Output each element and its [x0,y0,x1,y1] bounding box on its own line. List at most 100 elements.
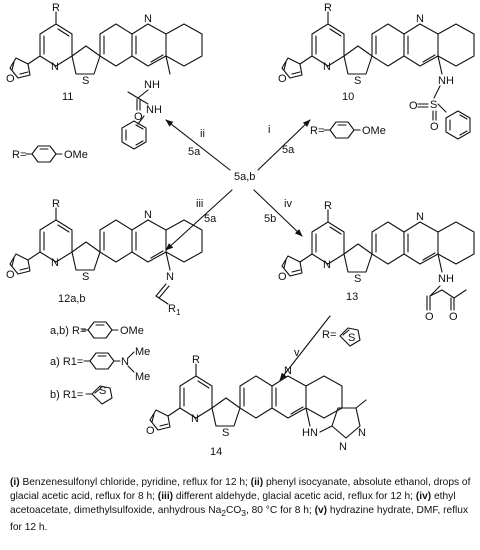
atom-o: O [278,73,287,85]
step-label: ii [200,128,205,140]
atom-s: S [82,75,89,87]
step-label: iii [196,198,203,210]
caption-text: CO [225,505,242,517]
atom-nh: NH [438,75,454,87]
r-definition-13: R= S [322,327,361,347]
atom-me: Me [135,346,150,358]
atom-o: O [6,269,15,281]
atom-s: S [354,273,361,285]
r-definition-ab: a,b) R= OMe [50,321,144,339]
atom-r1: R1 [168,303,181,317]
atom-o: O [134,111,143,123]
r1-definition-b: b) R1= S [50,385,113,405]
svg-text:R=: R= [310,125,324,137]
r1-definition-a: a) R1= N Me Me [50,346,150,383]
atom-n: N [51,61,59,73]
atom-nh: NH [146,104,162,116]
svg-text:a,b) R=: a,b) R= [50,325,86,337]
svg-text:R=: R= [12,149,26,161]
atom-n: N [144,209,152,221]
atom-o: O [449,311,458,323]
arrow-to-11 [165,119,231,171]
r-definition-top-left: R= OMe [12,145,88,163]
compound-number-12ab: 12a,b [58,293,86,305]
caption-text: hydrazine hydrate, DMF, reflux for 12 h. [10,505,469,533]
reaction-conditions-caption: (i) Benzenesulfonyl chloride, pyridine, … [10,476,472,535]
caption-text: phenyl isocyanate, absolute ethanol, dro… [10,477,471,503]
atom-s: S [99,385,106,397]
caption-subscript: 3 [241,508,246,519]
svg-text:b) R1=: b) R1= [50,389,83,401]
atom-ome: OMe [120,325,144,337]
atom-n: N [323,259,331,271]
atom-ome: OMe [64,149,88,161]
atom-r: R [52,198,60,210]
step-label: i [268,124,270,136]
arrow-to-12 [165,189,233,251]
caption-text: Benzenesulfonyl chloride, pyridine, refl… [19,477,251,488]
caption-step-v: (v) [314,505,328,517]
atom-n: N [284,365,292,377]
atom-nh: NH [438,273,454,285]
compound-14: R N N S O HN N N [146,354,367,453]
caption-step-i: (i) [10,477,20,488]
atom-n: N [144,13,152,25]
compound-13: R N N S O NH O O [278,200,475,323]
atom-r: R [192,354,200,366]
reagent-label: 5a [188,146,201,158]
svg-text:R=: R= [322,329,336,341]
svg-text:a) R1=: a) R1= [50,356,83,368]
starting-material-label: 5a,b [234,171,255,183]
reagent-label: 5b [264,213,276,225]
step-label: v [294,347,300,359]
arrow-to-14 [279,315,331,381]
atom-o: O [6,73,15,85]
arrow-to-13 [253,189,303,237]
compound-11: R N N S O NH O NH [6,2,203,150]
arrow-to-10 [257,119,311,171]
compound-number-14: 14 [210,446,222,458]
atom-s: S [430,99,437,111]
atom-r: R [52,2,60,14]
compound-10: R N N S O NH S O O [278,2,475,140]
compound-number-13: 13 [346,291,358,303]
caption-text: different aldehyde, glacial acetic acid,… [173,491,416,503]
atom-hn: HN [302,427,318,439]
atom-n: N [339,441,347,453]
atom-n: N [51,257,59,269]
atom-o: O [146,425,155,437]
caption-text: , 80 °C for 8 h; [245,505,315,517]
atom-n: N [416,211,424,223]
atom-r: R [324,200,332,212]
atom-o: O [430,121,439,133]
atom-o: O [409,100,418,112]
atom-s: S [354,75,361,87]
atom-n: N [358,427,366,439]
compound-number-11: 11 [62,91,73,103]
caption-step-iii: (iii) [157,491,174,503]
atom-s: S [82,271,89,283]
atom-n: N [416,13,424,25]
atom-nh: NH [144,79,160,91]
atom-n: N [166,271,174,283]
atom-o: O [425,311,434,323]
atom-s: S [348,332,355,344]
caption-step-iv: (iv) [415,491,432,503]
reagent-label: 5a [282,144,295,156]
caption-step-ii: (ii) [250,477,264,488]
atom-ome: OMe [362,125,386,137]
atom-n: N [191,413,199,425]
caption-subscript: 2 [221,508,226,519]
reaction-scheme: R N N S O NH O NH 11 R= OMe R N N S O NH… [6,2,475,458]
reagent-label: 5a [204,213,217,225]
atom-n: N [121,356,129,368]
compound-12: R N N S O N R1 [6,198,203,317]
step-label: iv [284,198,292,210]
atom-me: Me [135,371,150,383]
compound-number-10: 10 [342,91,354,103]
r-definition-top-right: R= OMe [310,121,386,139]
atom-o: O [278,271,287,283]
atom-r: R [324,2,332,14]
atom-s: S [222,427,229,439]
caption-text: ethyl acetoacetate, dimethylsulfoxide, a… [10,491,456,517]
